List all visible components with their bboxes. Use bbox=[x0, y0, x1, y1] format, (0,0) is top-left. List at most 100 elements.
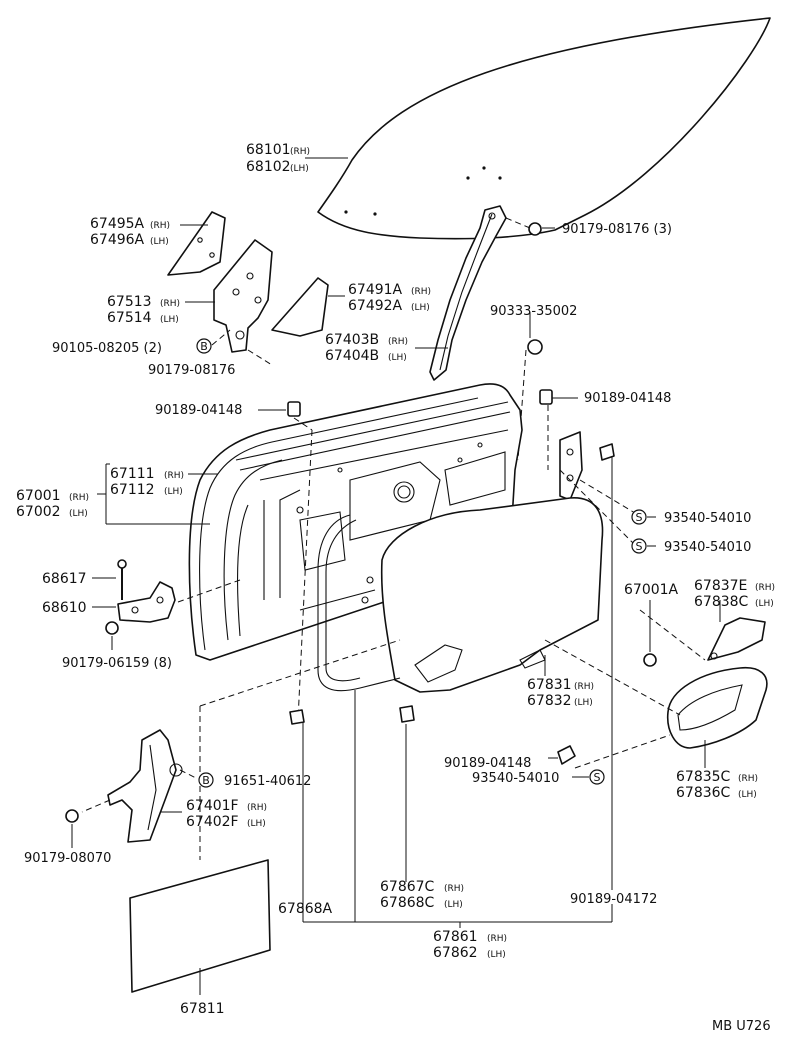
door-glass bbox=[317, 17, 771, 240]
label-67868C: 67868C bbox=[380, 895, 435, 911]
label-67402F: 67402F bbox=[186, 814, 239, 830]
svg-text:(RH): (RH) bbox=[444, 884, 464, 894]
label-90179-06159: 90179-06159 (8) bbox=[62, 656, 172, 671]
label-67495A: 67495A bbox=[90, 216, 145, 232]
svg-text:(LH): (LH) bbox=[444, 900, 463, 910]
svg-text:(LH): (LH) bbox=[411, 303, 430, 313]
label-67001: 67001 bbox=[16, 488, 61, 504]
svg-text:S: S bbox=[594, 771, 601, 784]
door-hinge bbox=[117, 581, 176, 623]
svg-text:(RH): (RH) bbox=[160, 299, 180, 309]
door-check-arm bbox=[107, 729, 177, 843]
label-67496A: 67496A bbox=[90, 232, 145, 248]
label-67862: 67862 bbox=[433, 945, 478, 961]
svg-text:(RH): (RH) bbox=[755, 583, 775, 593]
svg-text:B: B bbox=[200, 340, 208, 353]
nut-90179-06159 bbox=[105, 621, 119, 635]
label-67002: 67002 bbox=[16, 504, 61, 520]
label-93540-54010-c: 93540-54010 bbox=[472, 771, 559, 786]
label-68610: 68610 bbox=[42, 600, 87, 616]
grommet-90333-35002 bbox=[527, 339, 543, 355]
label-67491A: 67491A bbox=[348, 282, 403, 298]
svg-text:(LH): (LH) bbox=[290, 164, 309, 174]
svg-text:(RH): (RH) bbox=[150, 221, 170, 231]
label-67513: 67513 bbox=[107, 294, 152, 310]
clip-90189-04148-left bbox=[287, 401, 301, 417]
svg-text:(LH): (LH) bbox=[247, 819, 266, 829]
svg-text:(LH): (LH) bbox=[574, 698, 593, 708]
label-90179-08070: 90179-08070 bbox=[24, 851, 111, 866]
svg-text:(LH): (LH) bbox=[69, 509, 88, 519]
waterproof-sheet bbox=[129, 859, 271, 993]
label-91651-40612: 91651-40612 bbox=[224, 774, 311, 789]
svg-text:(LH): (LH) bbox=[388, 353, 407, 363]
label-68102: 68102 bbox=[246, 159, 291, 175]
svg-text:S: S bbox=[636, 511, 643, 524]
window-regulator-channel bbox=[429, 205, 507, 381]
svg-text:(LH): (LH) bbox=[150, 237, 169, 247]
label-68101: 68101 bbox=[246, 142, 291, 158]
label-67831: 67831 bbox=[527, 677, 572, 693]
bolt-symbol-91651: B bbox=[198, 772, 214, 788]
label-90189-04148-c: 90189-04148 bbox=[444, 756, 531, 771]
label-67514: 67514 bbox=[107, 310, 152, 326]
svg-text:(RH): (RH) bbox=[164, 471, 184, 481]
nut-90179-08176-3 bbox=[528, 222, 542, 236]
label-67111: 67111 bbox=[110, 466, 155, 482]
svg-text:(RH): (RH) bbox=[487, 934, 507, 944]
svg-text:(RH): (RH) bbox=[738, 774, 758, 784]
label-67861: 67861 bbox=[433, 929, 478, 945]
svg-text:(LH): (LH) bbox=[738, 790, 757, 800]
label-67836C: 67836C bbox=[676, 785, 731, 801]
svg-text:B: B bbox=[202, 774, 210, 787]
svg-text:(LH): (LH) bbox=[487, 950, 506, 960]
label-67867C: 67867C bbox=[380, 879, 435, 895]
label-93540-54010-a: 93540-54010 bbox=[664, 511, 751, 526]
screw-symbol-b: S bbox=[631, 538, 647, 554]
clip-90189-04148-right bbox=[539, 389, 553, 405]
label-67811: 67811 bbox=[180, 1001, 225, 1017]
svg-text:(LH): (LH) bbox=[164, 487, 183, 497]
label-90189-04148-b: 90189-04148 bbox=[584, 391, 671, 406]
svg-text:S: S bbox=[636, 540, 643, 553]
svg-text:(LH): (LH) bbox=[160, 315, 179, 325]
label-68617: 68617 bbox=[42, 571, 87, 587]
svg-text:(RH): (RH) bbox=[411, 287, 431, 297]
diagram-code: MB U726 bbox=[712, 1019, 771, 1034]
svg-text:(RH): (RH) bbox=[290, 147, 310, 157]
label-90179-08176: 90179-08176 bbox=[148, 363, 235, 378]
label-67835C: 67835C bbox=[676, 769, 731, 785]
screw-symbol-c: S bbox=[589, 769, 605, 785]
corner-cover bbox=[167, 211, 226, 276]
label-67112: 67112 bbox=[110, 482, 155, 498]
door-outer-frame bbox=[188, 383, 523, 661]
label-67832: 67832 bbox=[527, 693, 572, 709]
bolt-symbol-90105: B bbox=[196, 338, 212, 354]
svg-text:(RH): (RH) bbox=[69, 493, 89, 503]
label-93540-54010-b: 93540-54010 bbox=[664, 540, 751, 555]
door-lock-bracket bbox=[559, 431, 583, 501]
door-weatherstrip bbox=[317, 514, 401, 692]
quarter-window-glass bbox=[271, 277, 329, 337]
label-90189-04172: 90189-04172 bbox=[570, 892, 657, 907]
clip-90189-04148-lower bbox=[557, 745, 576, 765]
lock-knob-bezel bbox=[707, 617, 766, 661]
label-67837E: 67837E bbox=[694, 578, 747, 594]
label-90189-04148-a: 90189-04148 bbox=[155, 403, 242, 418]
label-67403B: 67403B bbox=[325, 332, 379, 348]
label-90333-35002: 90333-35002 bbox=[490, 304, 577, 319]
svg-text:(RH): (RH) bbox=[388, 337, 408, 347]
inside-handle-bezel bbox=[666, 666, 768, 749]
screw-symbol-a: S bbox=[631, 509, 647, 525]
label-67001A: 67001A bbox=[624, 582, 679, 598]
pin-90189-04172 bbox=[599, 443, 615, 461]
label-90105-08205: 90105-08205 (2) bbox=[52, 341, 162, 356]
label-67868A: 67868A bbox=[278, 901, 333, 917]
label-90179-08176-3: 90179-08176 (3) bbox=[562, 222, 672, 237]
svg-text:(RH): (RH) bbox=[247, 803, 267, 813]
label-67404B: 67404B bbox=[325, 348, 379, 364]
clip-67868A bbox=[289, 709, 305, 725]
clip-67867C bbox=[399, 705, 415, 723]
door-trim-panel bbox=[380, 497, 604, 693]
